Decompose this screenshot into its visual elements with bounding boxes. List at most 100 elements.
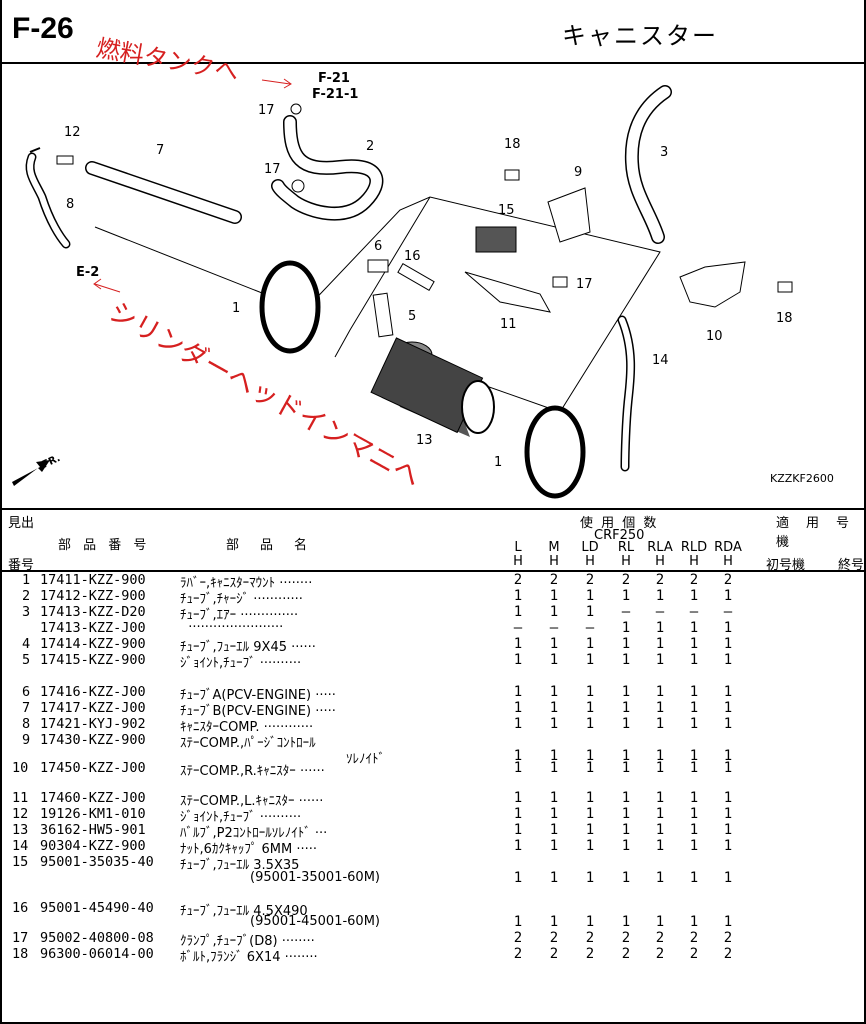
row-qty: 1 [689, 822, 699, 838]
row-qty: 1 [513, 806, 523, 822]
row-qty: 2 [655, 572, 665, 588]
row-qty: 1 [513, 760, 523, 776]
row-part-name: ﾎﾞﾙﾄ,ﾌﾗﾝｼﾞ 6X14 ········ [180, 950, 318, 965]
row-qty: 1 [689, 838, 699, 854]
row-qty: 1 [549, 914, 559, 930]
row-qty: 2 [621, 946, 631, 962]
row-qty: 2 [549, 572, 559, 588]
row-qty: 1 [549, 604, 559, 620]
usage-column-subheader: H [513, 554, 523, 569]
row-qty: 1 [549, 838, 559, 854]
row-qty: 2 [585, 572, 595, 588]
row-qty: 2 [621, 572, 631, 588]
row-qty: 1 [723, 620, 733, 636]
row-qty: 1 [621, 652, 631, 668]
header-midashi: 見出 [8, 516, 35, 531]
row-part-name: ﾁｭｰﾌﾞB(PCV-ENGINE) ····· [180, 704, 336, 719]
row-qty: 1 [621, 636, 631, 652]
row-qty: 1 [655, 806, 665, 822]
ref-f21: F-21 [318, 71, 350, 86]
row-qty: 1 [689, 636, 699, 652]
row-qty: 1 [621, 716, 631, 732]
row-qty: – [621, 604, 631, 620]
usage-column-subheader: H [621, 554, 631, 569]
row-qty: 2 [723, 572, 733, 588]
row-qty: 1 [723, 588, 733, 604]
callout: 13 [416, 433, 433, 448]
row-qty: 1 [513, 822, 523, 838]
row-qty: – [655, 604, 665, 620]
row-part-number: 17411-KZZ-900 [40, 572, 146, 588]
callout: 2 [366, 139, 374, 154]
row-qty: 1 [723, 636, 733, 652]
row-part-number: 17460-KZZ-J00 [40, 790, 146, 806]
row-ref-number: 5 [22, 652, 31, 668]
row-part-name-cont: (95001-35001-60M) [250, 870, 380, 885]
row-qty: 1 [655, 914, 665, 930]
row-qty: 1 [513, 604, 523, 620]
parts-table: 見出 番号 部 品 番 号 部 品 名 使 用 個 数 CRF250 適 用 号… [0, 508, 866, 1024]
row-qty: 1 [689, 716, 699, 732]
row-qty: 1 [513, 652, 523, 668]
callout: 9 [574, 165, 582, 180]
row-qty: 1 [549, 822, 559, 838]
row-part-number: 95001-45490-40 [40, 900, 154, 916]
row-qty: 1 [689, 620, 699, 636]
row-qty: 1 [585, 604, 595, 620]
row-qty: 1 [621, 620, 631, 636]
row-qty: 1 [655, 822, 665, 838]
row-part-number: 17412-KZZ-900 [40, 588, 146, 604]
row-qty: 2 [723, 930, 733, 946]
row-part-name: ｽﾃｰCOMP.,R.ｷｬﾆｽﾀｰ ······ [180, 764, 325, 779]
row-qty: 1 [689, 684, 699, 700]
row-qty: 1 [655, 700, 665, 716]
row-qty: 1 [655, 588, 665, 604]
callout: 16 [404, 249, 421, 264]
row-qty: 1 [689, 870, 699, 886]
row-qty: 1 [585, 822, 595, 838]
row-ref-number: 9 [22, 732, 31, 748]
row-part-number: 17415-KZZ-900 [40, 652, 146, 668]
row-part-name-cont: ｿﾚﾉｲﾄﾞ [346, 752, 385, 767]
row-qty: 2 [585, 930, 595, 946]
row-part-number: 17413-KZZ-J00 [40, 620, 146, 636]
row-qty: 1 [549, 806, 559, 822]
row-part-name-cont: (95001-45001-60M) [250, 914, 380, 929]
row-qty: 1 [655, 760, 665, 776]
row-qty: 1 [689, 748, 699, 764]
row-ref-number: 16 [12, 900, 29, 916]
row-qty: 1 [513, 914, 523, 930]
row-qty: 1 [621, 700, 631, 716]
row-qty: 1 [621, 822, 631, 838]
row-part-name: ﾁｭｰﾌﾞ,ｴｱｰ ·············· [180, 608, 299, 623]
row-qty: 1 [689, 806, 699, 822]
row-qty: 1 [585, 700, 595, 716]
ref-fr: FR. [41, 453, 62, 471]
row-part-name: ﾗﾊﾞｰ,ｷｬﾆｽﾀｰﾏｳﾝﾄ ········ [180, 576, 313, 591]
row-ref-number: 17 [12, 930, 29, 946]
row-qty: 1 [689, 588, 699, 604]
row-part-number: 17417-KZZ-J00 [40, 700, 146, 716]
row-qty: 1 [585, 760, 595, 776]
row-qty: 1 [689, 914, 699, 930]
header-part-name: 部 品 名 [226, 538, 312, 553]
row-qty: 1 [655, 636, 665, 652]
row-part-name: ﾁｭｰﾌﾞ,ﾌｭｰｴﾙ 9X45 ······ [180, 640, 316, 655]
row-qty: 1 [549, 652, 559, 668]
row-part-name: ﾁｭｰﾌﾞA(PCV-ENGINE) ····· [180, 688, 336, 703]
row-ref-number: 8 [22, 716, 31, 732]
row-qty: 1 [723, 748, 733, 764]
row-qty: 1 [655, 838, 665, 854]
row-part-number: 95001-35035-40 [40, 854, 154, 870]
row-part-name: ﾁｭｰﾌﾞ,ﾌｭｰｴﾙ 3.5X35 [180, 858, 300, 873]
row-part-name: ｷｬﾆｽﾀｰCOMP. ············ [180, 720, 314, 735]
row-qty: 1 [655, 790, 665, 806]
row-qty: 2 [689, 946, 699, 962]
row-qty: 1 [689, 652, 699, 668]
row-part-name: ······················· [180, 620, 284, 635]
row-qty: 1 [655, 870, 665, 886]
row-part-name: ﾁｭｰﾌﾞ,ﾌｭｰｴﾙ 4.5X490 [180, 904, 308, 919]
row-qty: 1 [723, 700, 733, 716]
page-header: F-26 キャニスター [0, 0, 866, 64]
